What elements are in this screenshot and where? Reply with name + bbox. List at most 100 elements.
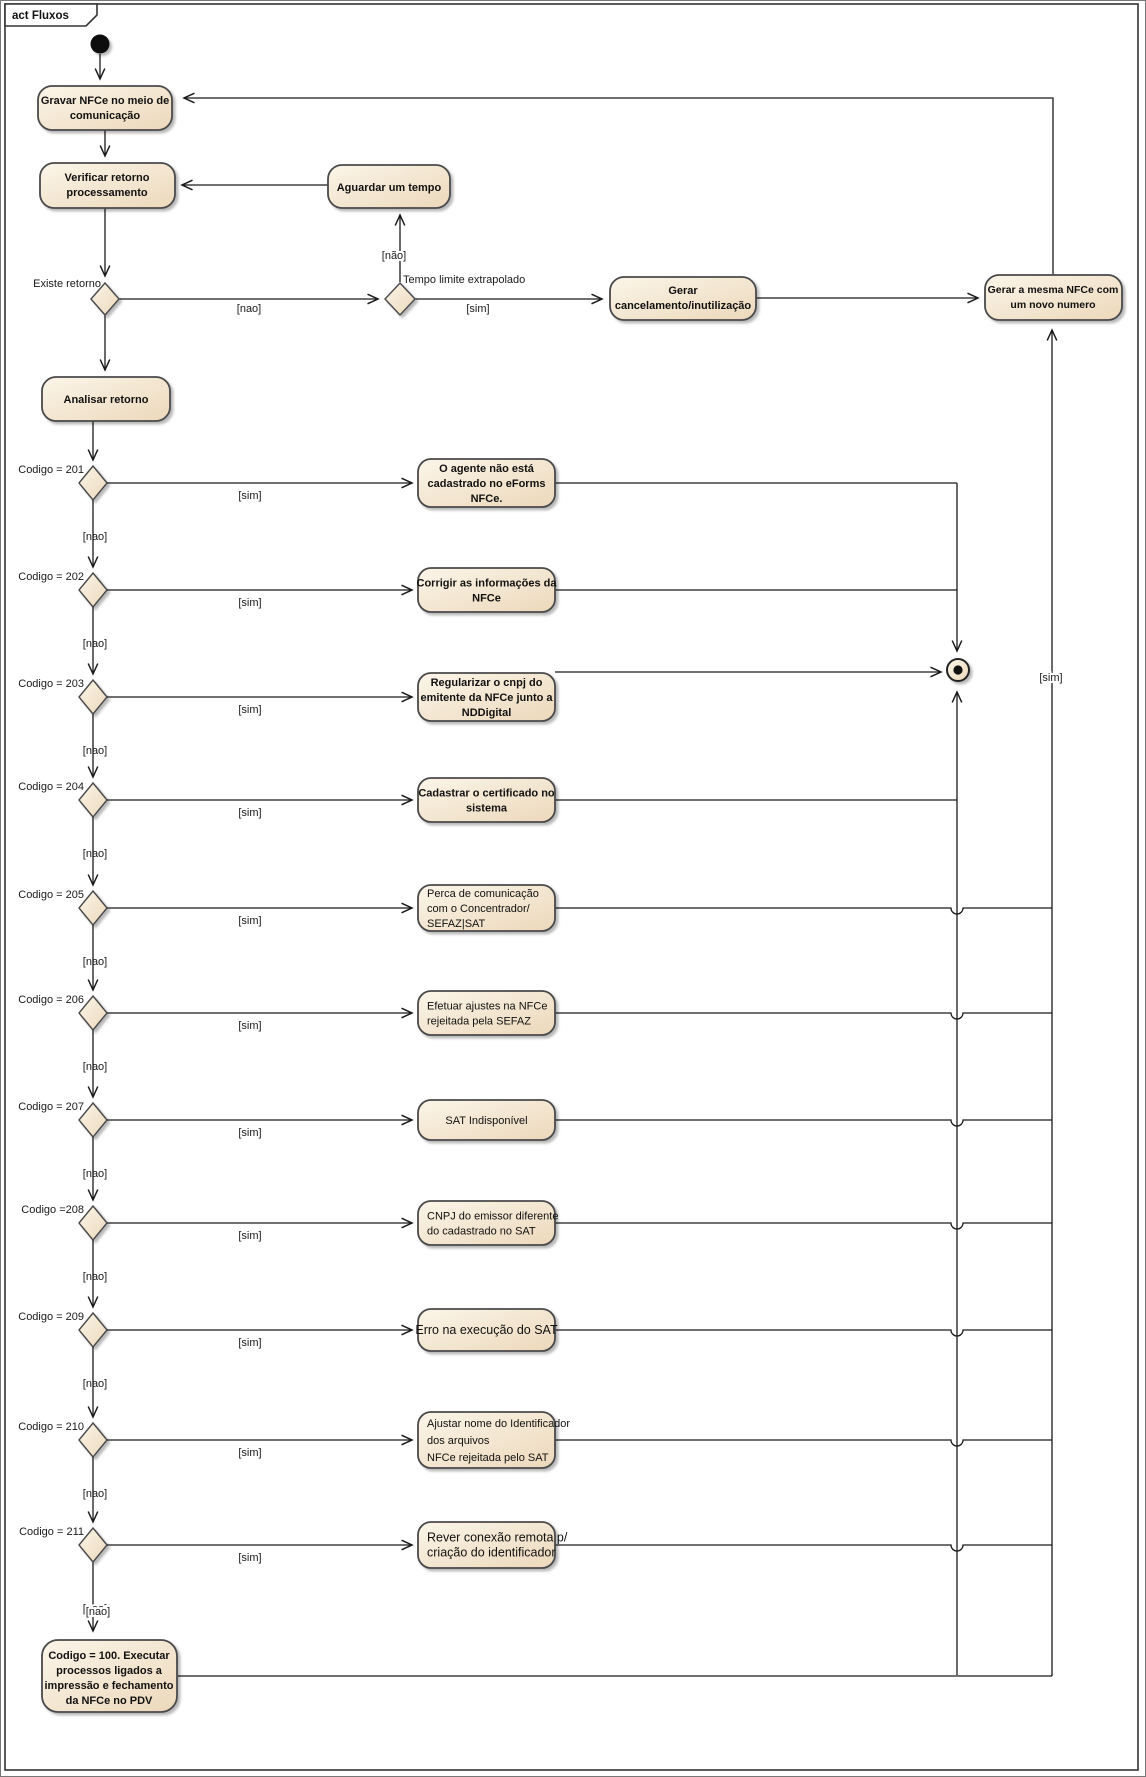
edge-to-retry-collector xyxy=(555,1119,1052,1127)
row-codigo-211: Codigo = 211 [sim] [nao] Rever conexão remo… xyxy=(19,1457,1052,1617)
guard-nao: [nao] xyxy=(83,1271,107,1283)
guard-sim: [sim] xyxy=(238,1552,261,1564)
node-label: da NFCe no PDV xyxy=(66,1695,153,1707)
code-label: Codigo = 203 xyxy=(18,678,84,690)
node-label: Analisar retorno xyxy=(64,394,149,406)
code-label: Codigo = 207 xyxy=(18,1101,84,1113)
edge-to-retry-collector xyxy=(555,1329,1052,1337)
decision-codigo-211 xyxy=(78,1526,108,1564)
row-codigo-205: Codigo = 205 [sim] [nao] Perca de comunicaç… xyxy=(18,817,1052,970)
activity-codigo-204 xyxy=(417,777,556,823)
guard-sim-tempo: [sim] xyxy=(466,303,489,315)
node-label: Gerar a mesma NFCe com xyxy=(988,284,1119,296)
node-label: do cadastrado no SAT xyxy=(427,1226,536,1238)
edge-to-retry-collector xyxy=(555,1439,1052,1447)
node-label: Ajustar nome do Identificador xyxy=(427,1418,570,1430)
node-label: Aguardar um tempo xyxy=(337,182,442,194)
guard-nao: [nao] xyxy=(83,745,107,757)
node-label: NDDigital xyxy=(462,707,512,719)
activity-codigo-207 xyxy=(417,1099,556,1141)
connectors xyxy=(87,54,1058,1677)
activity-codigo-208 xyxy=(417,1200,556,1246)
activity-codigo-203 xyxy=(417,672,556,722)
node-label: O agente não está xyxy=(439,463,535,475)
frame-title: act Fluxos xyxy=(12,10,69,22)
node-label: rejeitada pela SEFAZ xyxy=(427,1016,531,1028)
row-codigo-204: Codigo = 204[sim][nao]Cadastrar o certif… xyxy=(18,714,957,862)
activity-gerar-cancelamento: Gerar cancelamento/inutilização xyxy=(609,276,757,321)
row-codigo-202: Codigo = 202[sim][nao]Corrigir as inform… xyxy=(18,500,957,652)
node-label: Rever conexão remota p/ xyxy=(427,1531,568,1545)
node-label: com o Concentrador/ xyxy=(427,903,531,915)
activity-codigo-202 xyxy=(417,567,556,613)
row-codigo-208: Codigo =208[sim][nao]CNPJ do emissor dif… xyxy=(21,1137,1052,1285)
guard-nao: [nao] xyxy=(83,1061,107,1073)
guard-sim-collector: [sim] xyxy=(1039,672,1062,684)
guard-sim: [sim] xyxy=(238,704,261,716)
decision-tempo-label: Tempo limite extrapolado xyxy=(403,274,525,286)
initial-node xyxy=(90,34,110,54)
guard-nao-existe: [nao] xyxy=(237,303,261,315)
node-label: SAT Indisponível xyxy=(445,1115,527,1127)
guard-nao: [nao] xyxy=(83,1378,107,1390)
node-label: Gravar NFCe no meio de xyxy=(41,95,169,107)
guard-sim: [sim] xyxy=(238,1447,261,1459)
code-label: Codigo = 204 xyxy=(18,781,84,793)
node-label: cadastrado no eForms xyxy=(428,478,546,490)
guard-nao-final: [nao] xyxy=(86,1606,110,1618)
code-label: Codigo = 202 xyxy=(18,571,84,583)
guard-sim: [sim] xyxy=(238,1127,261,1139)
decision-existe-retorno xyxy=(90,281,120,317)
row-codigo-201: Codigo = 201[sim][nao]O agente não estác… xyxy=(18,421,957,545)
node-label: cancelamento/inutilização xyxy=(615,300,752,312)
node-label: Cadastrar o certificado no xyxy=(418,788,555,800)
node-label: impressão e fechamento xyxy=(45,1680,174,1692)
node-label: Regularizar o cnpj do xyxy=(431,677,543,689)
guard-nao: [nao] xyxy=(83,1488,107,1500)
edge-to-retry-collector xyxy=(555,907,1052,915)
node-label: NFCe xyxy=(472,593,501,605)
activity-gravar-nfce: Gravar NFCe no meio de comunicação xyxy=(37,85,173,131)
activity-codigo-209 xyxy=(417,1308,556,1352)
code-label: Codigo = 211 xyxy=(19,1526,84,1538)
row-codigo-207: Codigo = 207 [sim] [nao] SAT Indisponível xyxy=(18,1030,1052,1182)
code-label: Codigo = 205 xyxy=(18,889,84,901)
node-label: Corrigir as informações da xyxy=(417,578,558,590)
guard-sim: [sim] xyxy=(238,597,261,609)
node-label: sistema xyxy=(466,803,508,815)
guard-nao-tempo: [não] xyxy=(382,250,406,262)
node-label: Erro na execução do SAT xyxy=(415,1323,558,1337)
node-label: Perca de comunicação xyxy=(427,888,539,900)
guard-sim: [sim] xyxy=(238,1337,261,1349)
activity-codigo-205 xyxy=(417,884,556,932)
decision-existe-label: Existe retorno xyxy=(33,278,101,290)
node-label: criação do identificador xyxy=(427,1546,556,1560)
node-label: processamento xyxy=(66,187,148,199)
code-label: Codigo =208 xyxy=(21,1204,84,1216)
node-label: Efetuar ajustes na NFCe xyxy=(427,1001,547,1013)
activity-codigo-201 xyxy=(417,458,556,508)
node-label: dos arquivos xyxy=(427,1435,490,1447)
activity-codigo-100: Codigo = 100. Executar processos ligados… xyxy=(41,1639,178,1713)
row-codigo-206: Codigo = 206 [sim] [nao] Efetuar ajustes na… xyxy=(18,925,1052,1075)
node-label: Gerar xyxy=(668,285,698,297)
code-label: Codigo = 201 xyxy=(18,464,84,476)
guard-nao: [nao] xyxy=(83,1168,107,1180)
activity-gerar-mesma-nfce: Gerar a mesma NFCe com um novo numero xyxy=(984,274,1123,321)
node-label: NFCe. xyxy=(471,493,503,505)
code-label: Codigo = 209 xyxy=(18,1311,84,1323)
node-label: SEFAZ|SAT xyxy=(427,918,486,930)
code-label: Codigo = 206 xyxy=(18,994,84,1006)
decision-tempo-limite xyxy=(384,281,416,317)
guard-sim: [sim] xyxy=(238,915,261,927)
node-label: emitente da NFCe junto a xyxy=(420,692,553,704)
row-codigo-210: Codigo = 210[sim][nao]Ajustar nome do Id… xyxy=(18,1347,1052,1502)
guard-sim: [sim] xyxy=(238,490,261,502)
row-codigo-203: Codigo = 203 [sim] [nao] Regularizar o cnpj… xyxy=(18,607,556,759)
node-label: processos ligados a xyxy=(56,1665,163,1677)
guard-nao: [nao] xyxy=(83,956,107,968)
guard-sim: [sim] xyxy=(238,1020,261,1032)
node-label: CNPJ do emissor diferente xyxy=(427,1211,558,1223)
